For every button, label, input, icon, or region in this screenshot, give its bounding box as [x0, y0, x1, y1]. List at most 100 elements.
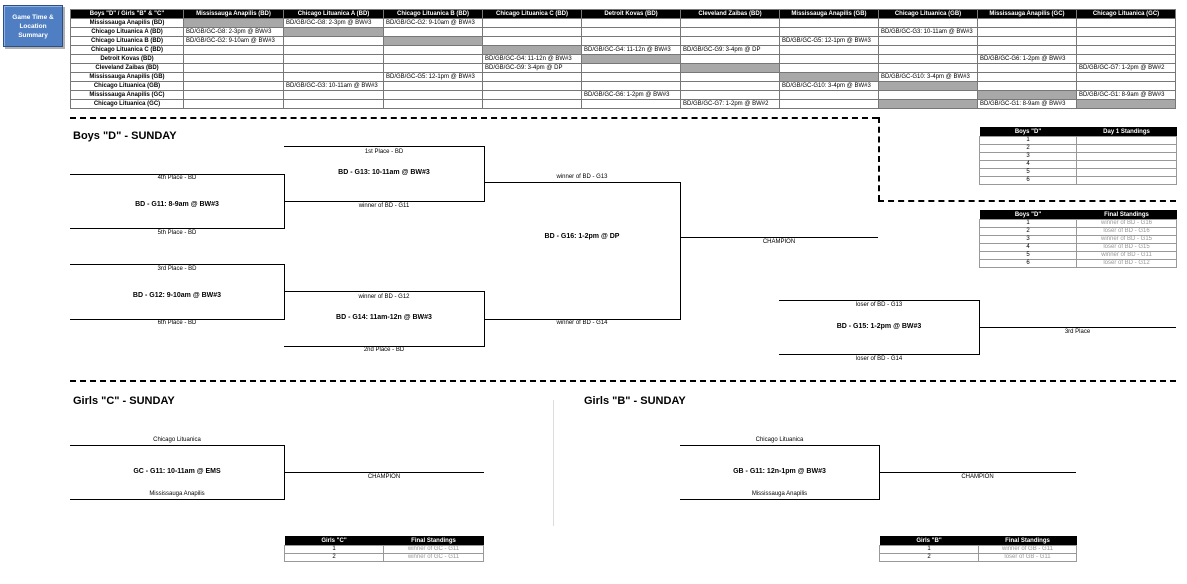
schedule-cell-empty: [383, 54, 483, 64]
schedule-cell-empty: [581, 18, 681, 28]
schedule-cell-empty: [383, 63, 483, 73]
schedule-cell-empty: [977, 63, 1077, 73]
schedule-cell-empty: [1076, 27, 1176, 37]
schedule-cell-empty: [680, 81, 780, 91]
schedule-cell-empty: [680, 72, 780, 82]
standings-row: 5: [979, 168, 1177, 177]
schedule-row-team: Detroit Kovas (BD): [70, 54, 184, 64]
schedule-cell-empty: [581, 27, 681, 37]
schedule-cell-empty: [1076, 18, 1176, 28]
standings-team: loser of BD - G16: [1076, 227, 1177, 236]
schedule-row-team: Mississauga Anapilis (BD): [70, 18, 184, 28]
standings-rank: 4: [979, 243, 1077, 252]
standings-team: winner of GC - G11: [383, 545, 484, 554]
standings-rank: 1: [879, 545, 979, 554]
girls-section-separator: [553, 400, 554, 526]
boys-final-header-title: Final Standings: [1076, 210, 1177, 220]
schedule-cell-empty: [779, 63, 879, 73]
standings-rank: 6: [979, 259, 1077, 268]
schedule-cell-empty: [482, 18, 582, 28]
standings-row: 1: [979, 136, 1177, 145]
schedule-cell-blocked: [779, 72, 879, 82]
schedule-cell-blocked: [283, 27, 384, 37]
schedule-row-team: Cleveland Zaibas (BD): [70, 63, 184, 73]
schedule-row: Chicago Lituanica B (BD)BD/GB/GC-G2: 9-1…: [70, 36, 1176, 46]
schedule-cell-game: BD/GB/GC-G10: 3-4pm @ BW#3: [779, 81, 879, 91]
schedule-row: Detroit Kovas (BD)BD/GB/GC-G4: 11-12n @ …: [70, 54, 1176, 64]
schedule-cell-empty: [581, 36, 681, 46]
schedule-row-team: Chicago Lituanica C (BD): [70, 45, 184, 55]
schedule-row: Chicago Lituanica A (BD)BD/GB/GC-G8: 2-3…: [70, 27, 1176, 37]
girls-b-title: Girls "B" - SUNDAY: [584, 395, 686, 407]
gc-champion-label: CHAMPION: [367, 474, 401, 480]
schedule-cell-empty: [383, 81, 483, 91]
schedule-cell-empty: [183, 90, 284, 100]
schedule-cell-empty: [383, 99, 483, 109]
schedule-column-header: Chicago Lituanica (GC): [1076, 9, 1176, 19]
standings-rank: 2: [879, 553, 979, 562]
schedule-cell-empty: [283, 72, 384, 82]
schedule-row-team: Mississauga Anapilis (GB): [70, 72, 184, 82]
schedule-cell-game: BD/GB/GC-G6: 1-2pm @ BW#3: [581, 90, 681, 100]
schedule-row-team: Chicago Lituanica (GC): [70, 99, 184, 109]
schedule-cell-empty: [183, 45, 284, 55]
schedule-cell-empty: [977, 45, 1077, 55]
schedule-cell-empty: [482, 27, 582, 37]
schedule-cell-blocked: [383, 36, 483, 46]
schedule-cell-game: BD/GB/GC-G2: 9-10am @ BW#3: [383, 18, 483, 28]
g13-bottom-team: winner of BD - G11: [358, 203, 410, 209]
schedule-cell-blocked: [878, 99, 978, 109]
schedule-row-team: Mississauga Anapilis (GC): [70, 90, 184, 100]
schedule-cell-empty: [779, 27, 879, 37]
schedule-cell-game: BD/GB/GC-G6: 1-2pm @ BW#3: [977, 54, 1077, 64]
g14-bottom-team: 2nd Place - BD: [363, 347, 405, 353]
schedule-cell-blocked: [878, 81, 978, 91]
schedule-cell-empty: [1076, 36, 1176, 46]
standings-rank: 1: [284, 545, 384, 554]
standings-row: 3: [979, 152, 1177, 161]
schedule-cell-game: BD/GB/GC-G4: 11-12n @ BW#3: [581, 45, 681, 55]
schedule-row: Chicago Lituanica (GB)BD/GB/GC-G3: 10-11…: [70, 81, 1176, 91]
standings-team: [1076, 136, 1177, 145]
boys-section-right-divider-bottom: [878, 200, 1176, 202]
schedule-row-team: Chicago Lituanica A (BD): [70, 27, 184, 37]
game-time-location-summary-button[interactable]: Game Time & Location Summary: [3, 5, 63, 47]
schedule-row: Mississauga Anapilis (GB)BD/GB/GC-G5: 12…: [70, 72, 1176, 82]
standings-team: [1076, 160, 1177, 169]
schedule-column-header: Cleveland Zaibas (BD): [680, 9, 780, 19]
schedule-cell-empty: [878, 63, 978, 73]
standings-team: [1076, 152, 1177, 161]
girls-section-divider: [70, 380, 1176, 382]
schedule-row-team: Chicago Lituanica B (BD): [70, 36, 184, 46]
schedule-cell-game: BD/GB/GC-G10: 3-4pm @ BW#3: [878, 72, 978, 82]
gc-final-header-title: Final Standings: [383, 536, 484, 546]
schedule-cell-empty: [878, 45, 978, 55]
schedule-cell-empty: [482, 36, 582, 46]
schedule-cell-empty: [283, 36, 384, 46]
gb-game-label: GB - G11: 12n-1pm @ BW#3: [733, 468, 826, 475]
schedule-cell-empty: [1076, 54, 1176, 64]
standings-rank: 2: [284, 553, 384, 562]
schedule-cell-empty: [183, 54, 284, 64]
schedule-cell-empty: [283, 99, 384, 109]
schedule-cell-empty: [283, 63, 384, 73]
schedule-cell-game: BD/GB/GC-G3: 10-11am @ BW#3: [878, 27, 978, 37]
schedule-cell-empty: [977, 27, 1077, 37]
standings-team: [1076, 144, 1177, 153]
schedule-cell-game: BD/GB/GC-G8: 2-3pm @ BW#3: [183, 27, 284, 37]
gb-final-header-team: Girls "B": [879, 536, 979, 546]
schedule-cell-empty: [779, 45, 879, 55]
standings-row: 6: [979, 176, 1177, 185]
g16-top-team: winner of BD - G13: [556, 174, 608, 180]
schedule-column-header: Mississauga Anapilis (BD): [183, 9, 284, 19]
